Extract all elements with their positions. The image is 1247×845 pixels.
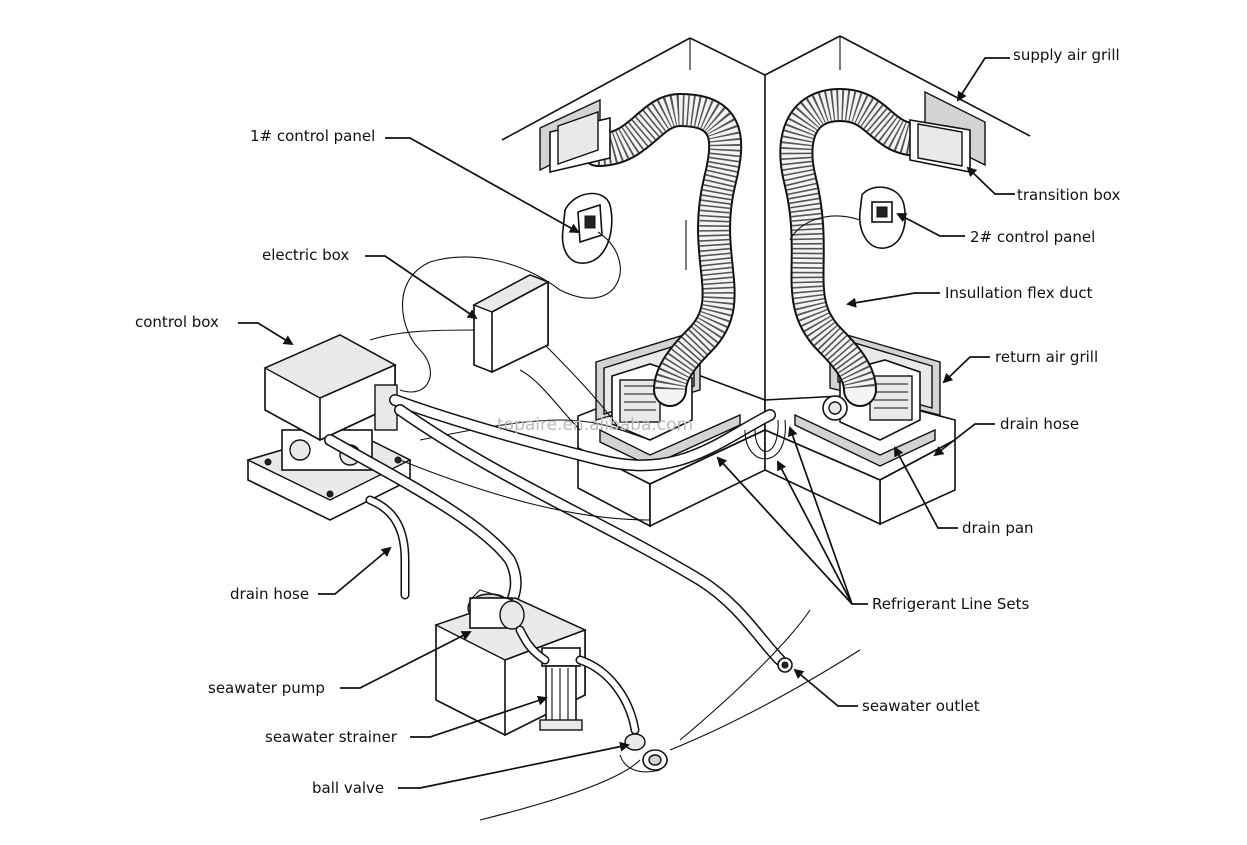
room-walls (501, 35, 1031, 420)
label-control-box: control box (135, 313, 219, 331)
label-seawater-outlet: seawater outlet (862, 697, 980, 715)
label-insulation-flex-duct: Insullation flex duct (945, 284, 1093, 302)
control-panel-2-device (859, 186, 906, 249)
label-return-air-grill: return air grill (995, 348, 1098, 366)
leader-lines (238, 57, 1015, 789)
label-transition-box: transition box (1017, 186, 1120, 204)
label-seawater-strainer: seawater strainer (265, 728, 398, 746)
label-supply-air-grill: supply air grill (1013, 46, 1120, 64)
wiring (369, 215, 861, 441)
hull-lines (479, 609, 861, 821)
label-ball-valve: ball valve (312, 779, 384, 797)
label-drain-hose-right: drain hose (1000, 415, 1079, 433)
label-drain-hose-left: drain hose (230, 585, 309, 603)
flex-duct-right (779, 88, 937, 407)
label-control-panel-1: 1# control panel (250, 127, 375, 145)
label-electric-box: electric box (262, 246, 349, 264)
electric-box-device (472, 274, 550, 374)
labels: supply air grill transition box 1# contr… (135, 46, 1120, 797)
label-refrigerant-line-sets: Refrigerant Line Sets (872, 595, 1030, 613)
ball-valve-device (619, 733, 668, 773)
control-box-device (246, 334, 412, 521)
seawater-strainer-device (515, 625, 640, 735)
drain-hose-left-device (365, 495, 410, 600)
watermark: topaire.en.alibaba.com (497, 415, 693, 435)
seawater-outlet-device (777, 657, 793, 673)
seawater-pump-device (434, 589, 587, 737)
supply-grill-left (539, 98, 611, 174)
supply-grill-right (909, 90, 986, 173)
label-drain-pan: drain pan (962, 519, 1034, 537)
label-seawater-pump: seawater pump (208, 679, 325, 697)
label-control-panel-2: 2# control panel (970, 228, 1095, 246)
refrigerant-pipes (324, 394, 786, 666)
flex-duct-left (581, 93, 743, 407)
